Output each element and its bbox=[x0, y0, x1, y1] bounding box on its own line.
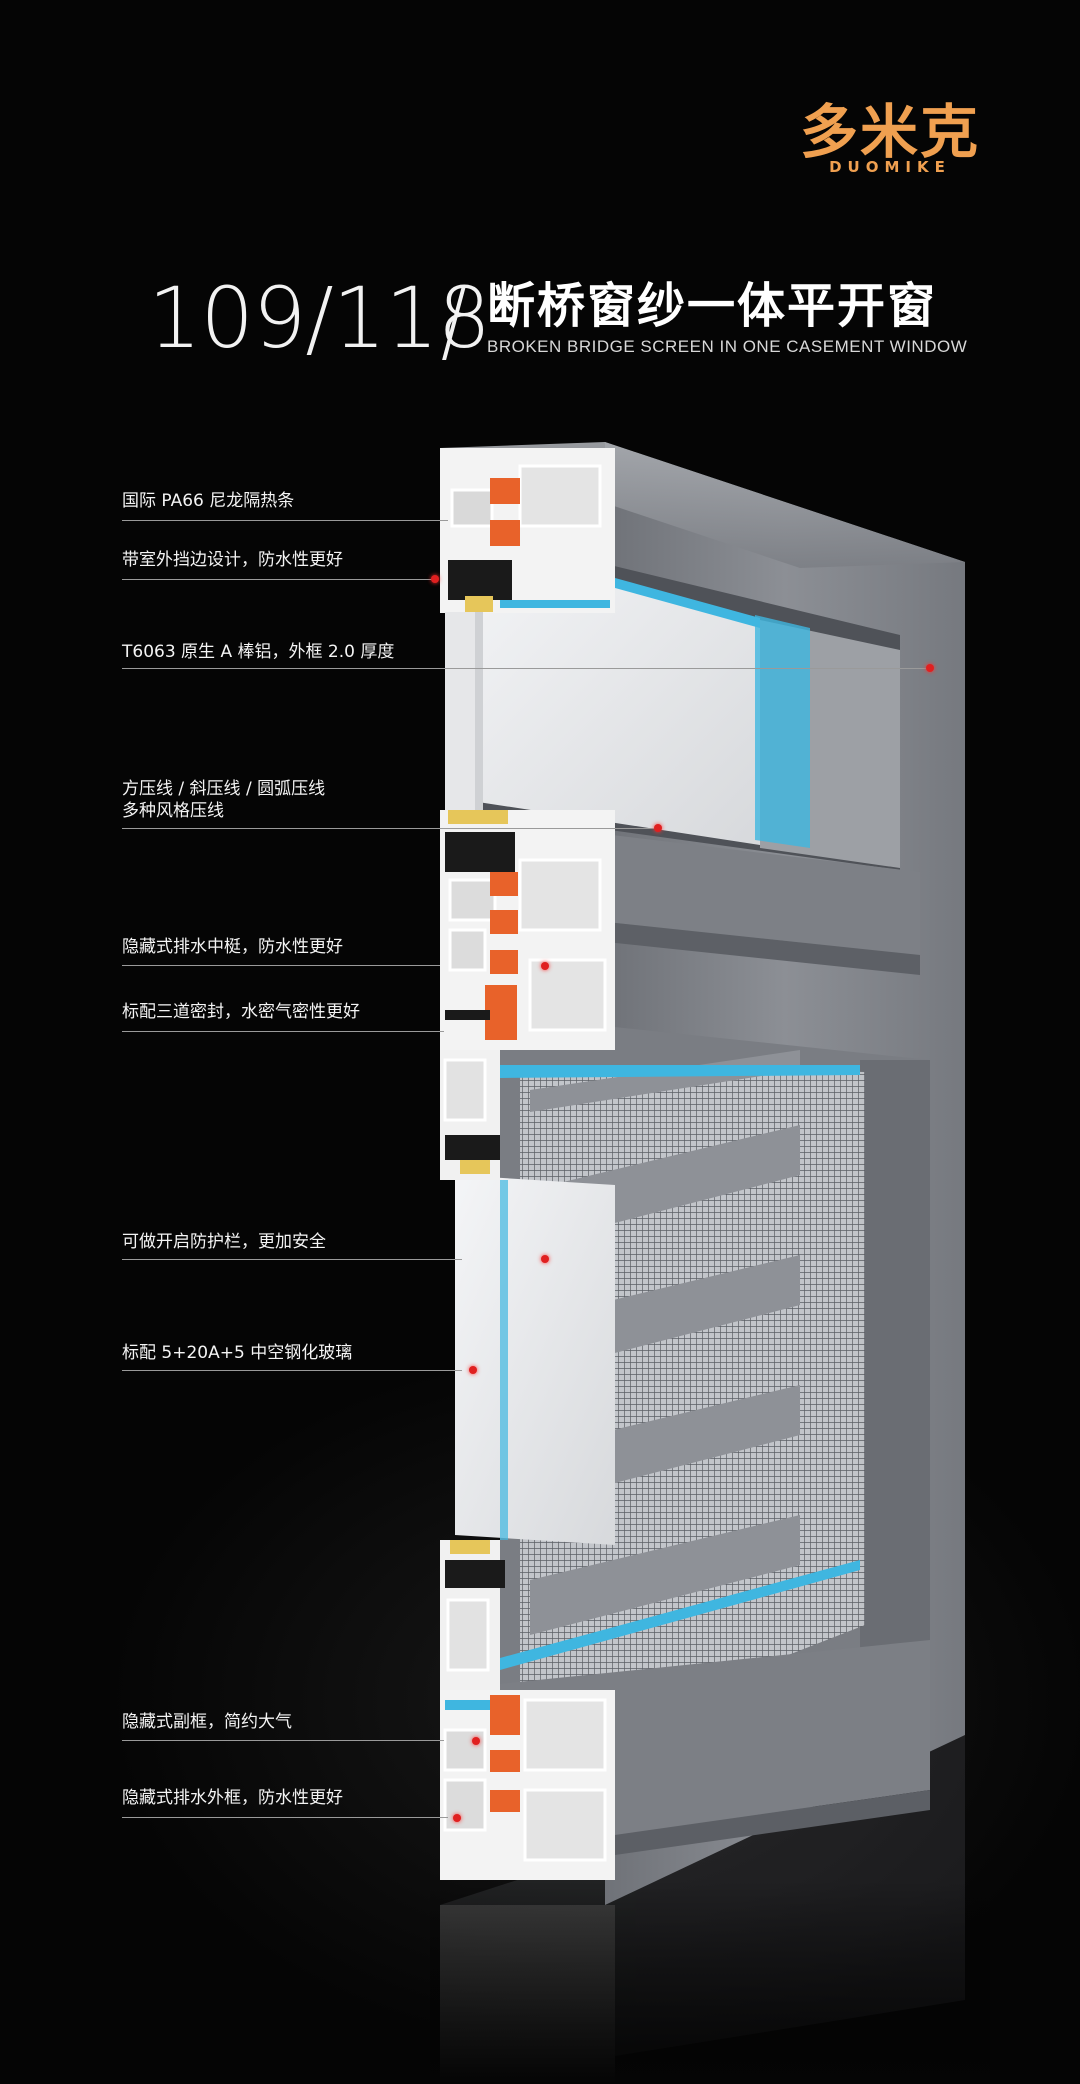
callout-leader bbox=[122, 1817, 448, 1818]
page-title: 断桥窗纱一体平开窗 bbox=[487, 278, 938, 334]
callout-text: 带室外挡边设计，防水性更好 bbox=[122, 550, 343, 570]
callout-2: 带室外挡边设计，防水性更好 bbox=[122, 549, 434, 580]
callout-leader bbox=[122, 1370, 462, 1371]
callout-leader bbox=[122, 668, 930, 669]
callout-leader bbox=[122, 1740, 444, 1741]
callout-3-marker bbox=[926, 664, 934, 672]
callout-6-marker bbox=[541, 962, 549, 970]
callout-text: 方压线 / 斜压线 / 圆弧压线 多种风格压线 bbox=[122, 779, 326, 821]
callout-8: 标配 5+20A+5 中空钢化玻璃 bbox=[122, 1342, 462, 1371]
callout-7: 可做开启防护栏，更加安全 bbox=[122, 1231, 462, 1260]
callout-leader bbox=[122, 1031, 444, 1032]
upper-glass bbox=[465, 545, 760, 845]
callout-text: T6063 原生 A 棒铝，外框 2.0 厚度 bbox=[122, 642, 395, 662]
callout-9-marker bbox=[472, 1737, 480, 1745]
callout-text: 隐藏式排水中梃，防水性更好 bbox=[122, 937, 343, 957]
callout-text: 标配三道密封，水密气密性更好 bbox=[122, 1002, 360, 1022]
cross-section-profile bbox=[440, 448, 615, 1880]
callout-text: 隐藏式排水外框，防水性更好 bbox=[122, 1788, 343, 1808]
callout-5: 隐藏式排水中梃，防水性更好 bbox=[122, 936, 440, 966]
callout-text: 标配 5+20A+5 中空钢化玻璃 bbox=[122, 1343, 353, 1363]
callout-leader bbox=[122, 579, 434, 580]
callout-text: 国际 PA66 尼龙隔热条 bbox=[122, 491, 295, 511]
callout-leader bbox=[122, 965, 440, 966]
callout-leader bbox=[122, 1259, 462, 1260]
callout-text: 隐藏式副框，简约大气 bbox=[122, 1712, 292, 1732]
callout-10-marker bbox=[453, 1814, 461, 1822]
page-subtitle: BROKEN BRIDGE SCREEN IN ONE CASEMENT WIN… bbox=[487, 337, 968, 356]
callout-3: T6063 原生 A 棒铝，外框 2.0 厚度 bbox=[122, 641, 930, 669]
callout-7-marker bbox=[541, 1255, 549, 1263]
callout-9: 隐藏式副框，简约大气 bbox=[122, 1711, 444, 1741]
model-number: 109/118 bbox=[148, 269, 491, 367]
callout-1: 国际 PA66 尼龙隔热条 bbox=[122, 490, 448, 521]
brand-name-cn: 多米克 bbox=[799, 98, 980, 166]
callout-leader bbox=[122, 520, 448, 521]
callout-leader bbox=[122, 828, 660, 829]
callout-text: 可做开启防护栏，更加安全 bbox=[122, 1232, 326, 1252]
callout-4: 方压线 / 斜压线 / 圆弧压线 多种风格压线 bbox=[122, 778, 660, 829]
callout-4-marker bbox=[654, 824, 662, 832]
brand-name-en: DUOMIKE bbox=[829, 158, 951, 176]
callout-2-marker bbox=[431, 575, 439, 583]
lower-glass bbox=[455, 1175, 615, 1545]
callout-10: 隐藏式排水外框，防水性更好 bbox=[122, 1787, 448, 1818]
brand-logo: 多米克 DUOMIKE bbox=[795, 100, 985, 176]
callout-6: 标配三道密封，水密气密性更好 bbox=[122, 1001, 444, 1032]
callout-8-marker bbox=[469, 1366, 477, 1374]
